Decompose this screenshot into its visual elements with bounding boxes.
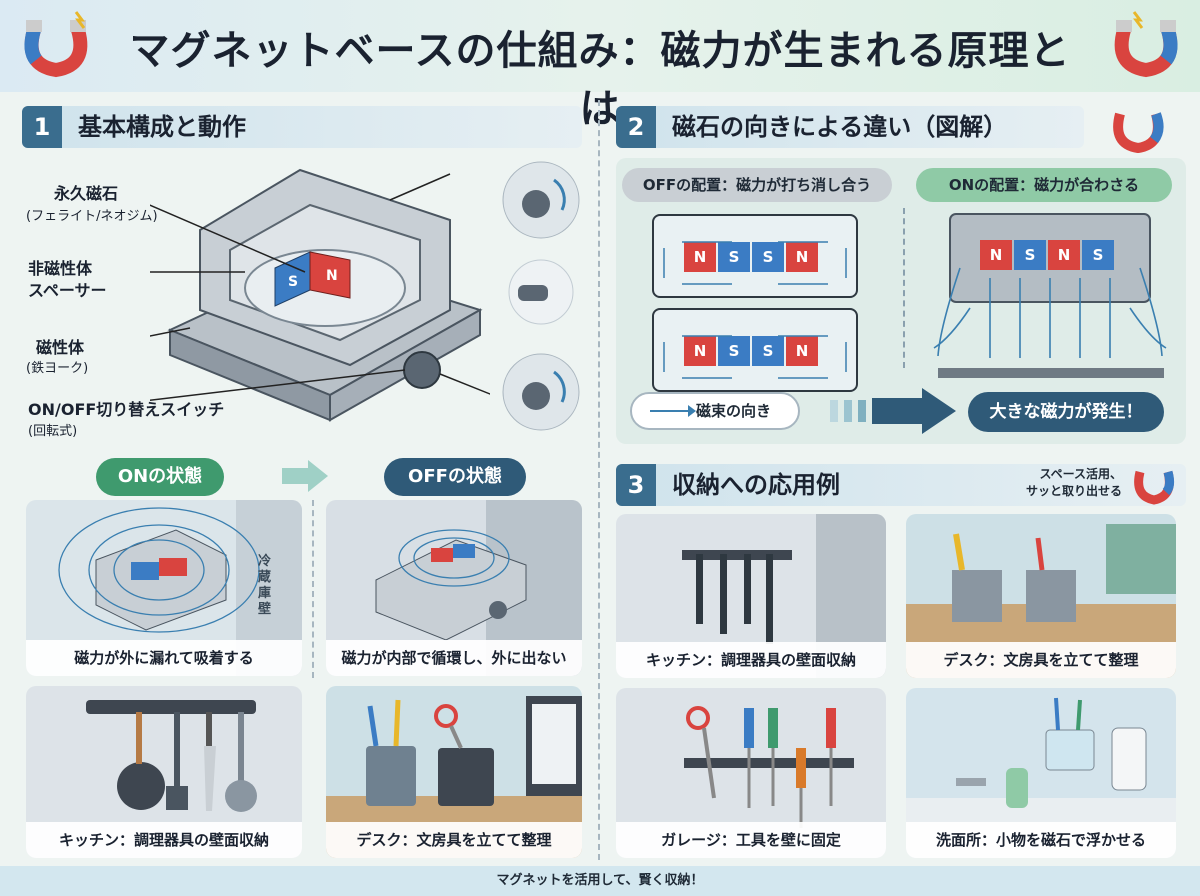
example-kitchen-knives-panel: キッチン：調理器具の壁面収納	[616, 514, 886, 678]
example-desk-caption: デスク：文房具を立てて整理	[326, 822, 582, 858]
fridge-wall-label: 冷 蔵 庫 壁	[258, 554, 272, 617]
magnet-pole: S	[718, 336, 750, 366]
magnet-pole: S	[1082, 240, 1114, 270]
example-desk-cups-caption: デスク：文房具を立てて整理	[906, 642, 1176, 678]
magnet-pole: N	[980, 240, 1012, 270]
example-kitchen-caption: キッチン：調理器具の壁面収納	[26, 822, 302, 858]
result-badge: 大きな磁力が発生！	[968, 392, 1164, 432]
magnet-pole: S	[752, 242, 784, 272]
section3-header	[616, 464, 1186, 506]
section2-number: 2	[616, 106, 656, 148]
switch-knob-illustrations	[502, 161, 580, 431]
horseshoe-magnet-icon	[1134, 470, 1175, 505]
example-kitchen-knives-caption: キッチン：調理器具の壁面収納	[616, 642, 886, 678]
magnet-pole: S	[752, 336, 784, 366]
example-washroom-panel: 洗面所：小物を磁石で浮かせる	[906, 688, 1176, 858]
label-permanent-magnet: 永久磁石	[54, 184, 119, 203]
on-state-label: ONの状態	[96, 458, 224, 496]
label-spacer: 非磁性体 スペーサー	[28, 259, 107, 300]
example-washroom-caption: 洗面所：小物を磁石で浮かせる	[906, 822, 1176, 858]
horseshoe-magnet-icon	[24, 11, 88, 78]
magnet-pole: S	[718, 242, 750, 272]
magnet-pole: N	[786, 336, 818, 366]
label-yoke-sub: (鉄ヨーク)	[26, 361, 89, 376]
label-switch-sub: (回転式)	[28, 424, 78, 439]
magnet-pole: N	[786, 242, 818, 272]
horseshoe-magnet-icon	[1114, 11, 1178, 78]
header-banner	[0, 0, 1200, 92]
section2-header	[616, 106, 1084, 148]
kitchen-tools-illustration	[86, 700, 257, 812]
off-arrangement-label: OFFの配置：磁力が打ち消し合う	[622, 168, 892, 202]
off-flux-lines	[663, 241, 847, 379]
section2-divider	[903, 208, 905, 368]
example-desk-panel: デスク：文房具を立てて整理	[326, 686, 582, 858]
off-state-diagram	[375, 500, 582, 676]
page-title: マグネットベースの仕組み：磁力が生まれる原理とは	[129, 28, 1071, 132]
magnet-letter-n: N	[326, 268, 338, 284]
flux-arrow-icon	[650, 405, 696, 417]
section1-number: 1	[22, 106, 62, 148]
magnet-letter-s: S	[288, 274, 298, 290]
magnet-pole: S	[1014, 240, 1046, 270]
example-garage-caption: ガレージ：工具を壁に固定	[616, 822, 886, 858]
label-yoke: 磁性体	[36, 338, 85, 357]
section3-number: 3	[616, 464, 656, 506]
section1-title: 基本構成と動作	[78, 113, 246, 141]
section2-title: 磁石の向きによる違い（図解）	[672, 113, 1008, 141]
horseshoe-magnet-icon	[1113, 112, 1164, 154]
label-switch: ON/OFF切り替えスイッチ	[28, 400, 225, 419]
example-kitchen-panel: キッチン：調理器具の壁面収納	[26, 686, 302, 858]
off-state-label: OFFの状態	[384, 458, 526, 496]
big-arrow-right-icon	[830, 388, 956, 434]
off-state-caption: 磁力が内部で循環し、外に出ない	[326, 640, 582, 676]
on-flux-diagram	[933, 213, 1167, 378]
section3-note: スペース活用、 サッと取り出せる	[1025, 467, 1122, 498]
section1-header	[22, 106, 582, 148]
footer-banner: マグネットを活用して、賢く収納！	[0, 866, 1200, 896]
magnet-pole: N	[684, 336, 716, 366]
example-desk-cups-panel: デスク：文房具を立てて整理	[906, 514, 1176, 678]
example-garage-panel: ガレージ：工具を壁に固定	[616, 688, 886, 858]
garage-tools-illustration	[684, 706, 854, 828]
flux-legend-label: 磁束の向き	[696, 402, 772, 420]
magnet-base-illustration: S N	[150, 168, 490, 422]
section3-title: 収納への応用例	[672, 471, 840, 499]
off-state-panel: 磁力が内部で循環し、外に出ない	[326, 500, 582, 676]
magnet-pole: N	[684, 242, 716, 272]
label-permanent-magnet-sub: (フェライト/ネオジム)	[26, 209, 158, 224]
column-divider	[598, 100, 600, 860]
magnet-pole: N	[1048, 240, 1080, 270]
arrow-right-icon	[282, 460, 328, 492]
on-state-panel: 冷 蔵 庫 壁 磁力が外に漏れて吸着する	[26, 500, 302, 676]
on-arrangement-label: ONの配置：磁力が合わさる	[916, 168, 1172, 202]
on-state-caption: 磁力が外に漏れて吸着する	[26, 640, 302, 676]
on-off-divider	[312, 500, 314, 678]
